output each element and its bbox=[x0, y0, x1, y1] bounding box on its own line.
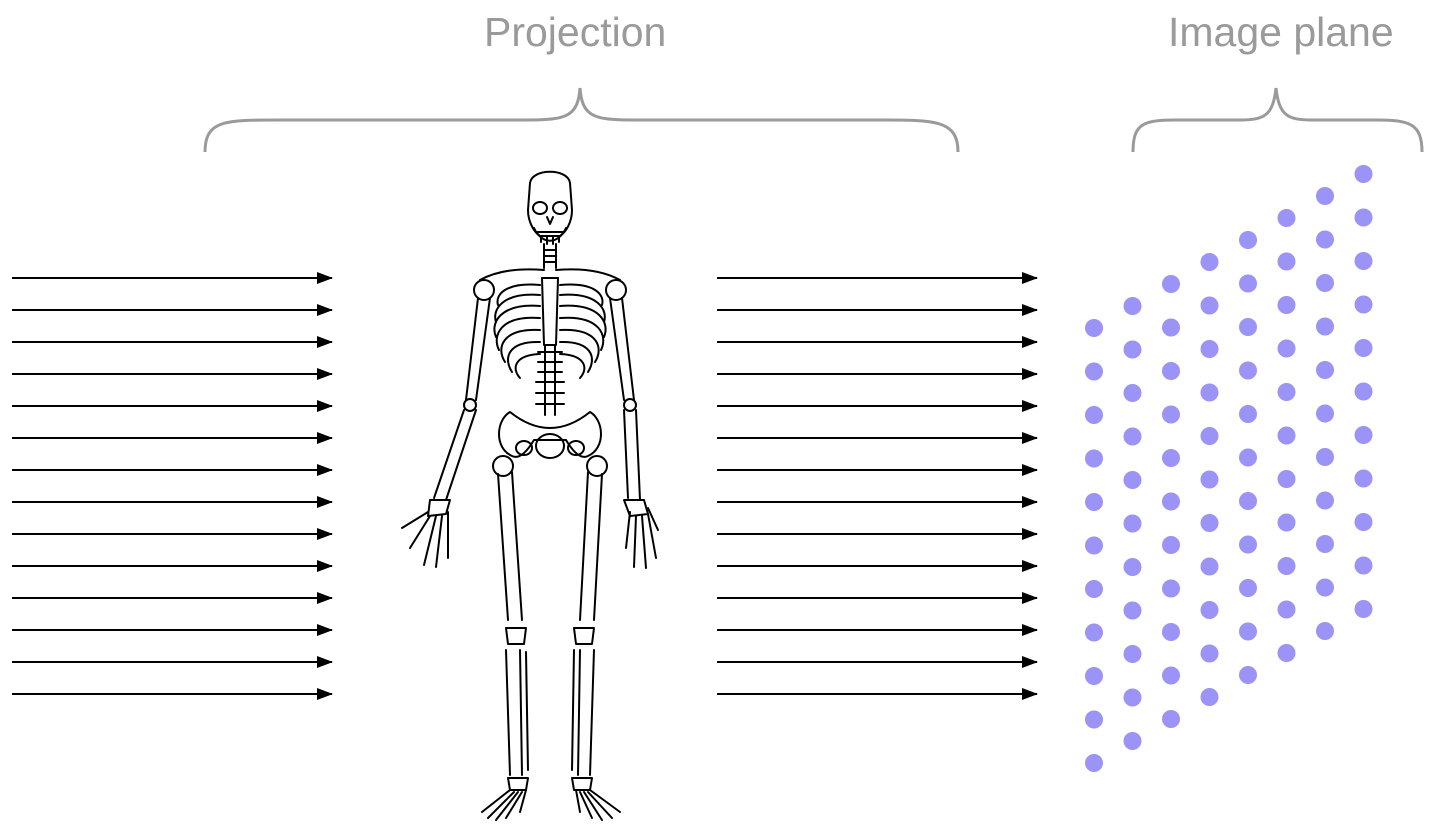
dot-icon bbox=[1239, 274, 1257, 293]
dot-icon bbox=[1354, 556, 1373, 575]
image-plane-brace bbox=[1131, 87, 1424, 153]
dot-icon bbox=[1277, 513, 1296, 532]
image-plane-label: Image plane bbox=[1168, 9, 1394, 55]
dot-icon bbox=[1239, 448, 1257, 467]
dot-icon bbox=[1123, 471, 1142, 489]
dot-icon bbox=[1239, 405, 1257, 423]
dot-icon bbox=[1354, 382, 1373, 401]
dot-icon bbox=[1354, 513, 1373, 531]
dot-icon bbox=[1085, 362, 1103, 381]
dot-icon bbox=[1239, 535, 1257, 554]
dot-icon bbox=[1085, 449, 1103, 468]
dot-icon bbox=[1354, 252, 1373, 270]
dot-icon bbox=[1316, 622, 1334, 640]
dot-icon bbox=[1277, 600, 1296, 619]
dot-icon bbox=[1200, 296, 1219, 315]
dot-icon bbox=[1200, 514, 1219, 532]
dot-icon bbox=[1162, 405, 1180, 424]
dot-icon bbox=[1354, 208, 1373, 227]
dot-icon bbox=[1162, 710, 1180, 728]
dot-icon bbox=[1162, 449, 1180, 467]
dot-icon bbox=[1277, 426, 1296, 445]
dot-icon bbox=[1239, 666, 1257, 684]
dot-icon bbox=[1316, 274, 1334, 292]
dot-icon bbox=[1085, 710, 1103, 729]
dot-icon bbox=[1316, 491, 1334, 510]
projection-brace bbox=[203, 87, 960, 153]
dot-icon bbox=[1239, 231, 1257, 249]
dot-icon bbox=[1162, 623, 1180, 641]
dot-icon bbox=[1239, 361, 1257, 380]
dot-icon bbox=[1123, 384, 1142, 402]
projection-label: Projection bbox=[484, 9, 667, 55]
dot-icon bbox=[1162, 536, 1180, 554]
dot-icon bbox=[1200, 601, 1219, 619]
dot-icon bbox=[1354, 295, 1373, 314]
dot-icon bbox=[1200, 557, 1219, 576]
dot-icon bbox=[1085, 580, 1103, 598]
dot-icon bbox=[1277, 383, 1296, 401]
dot-icon bbox=[1123, 514, 1142, 533]
dot-icon bbox=[1316, 361, 1334, 379]
dot-icon bbox=[1316, 448, 1334, 466]
dot-icon bbox=[1277, 557, 1296, 575]
dot-icon bbox=[1085, 319, 1103, 337]
dot-icon bbox=[1277, 296, 1296, 314]
dot-icon bbox=[1162, 579, 1180, 598]
dot-icon bbox=[1162, 318, 1180, 337]
dot-icon bbox=[1200, 427, 1219, 445]
dot-icon bbox=[1200, 340, 1219, 358]
dot-icon bbox=[1123, 340, 1142, 359]
dot-icon bbox=[1123, 688, 1142, 707]
dot-icon bbox=[1162, 362, 1180, 380]
dot-icon bbox=[1316, 317, 1334, 336]
dot-icon bbox=[1354, 600, 1373, 618]
dot-icon bbox=[1200, 688, 1219, 706]
dot-icon bbox=[1123, 297, 1142, 315]
dot-icon bbox=[1316, 578, 1334, 597]
dot-icon bbox=[1239, 579, 1257, 597]
dot-icon bbox=[1123, 645, 1142, 663]
dot-icon bbox=[1200, 644, 1219, 663]
dot-icon bbox=[1239, 318, 1257, 336]
image-plane-detector-grid bbox=[1085, 165, 1373, 772]
dot-icon bbox=[1085, 667, 1103, 685]
dot-icon bbox=[1162, 275, 1180, 293]
dot-icon bbox=[1239, 622, 1257, 641]
dot-icon bbox=[1162, 492, 1180, 511]
dot-icon bbox=[1123, 601, 1142, 620]
dot-icon bbox=[1354, 339, 1373, 357]
dot-icon bbox=[1354, 426, 1373, 444]
dot-icon bbox=[1239, 492, 1257, 510]
dot-icon bbox=[1085, 754, 1103, 772]
dot-icon bbox=[1085, 493, 1103, 511]
dot-icon bbox=[1277, 209, 1296, 227]
dot-icon bbox=[1316, 535, 1334, 553]
dot-icon bbox=[1200, 253, 1219, 271]
transmitted-rays bbox=[717, 272, 1038, 700]
dot-icon bbox=[1277, 644, 1296, 662]
dot-icon bbox=[1277, 339, 1296, 358]
dot-icon bbox=[1354, 165, 1373, 183]
dot-icon bbox=[1200, 470, 1219, 489]
dot-icon bbox=[1085, 623, 1103, 642]
dot-icon bbox=[1277, 252, 1296, 271]
dot-icon bbox=[1123, 558, 1142, 576]
dot-icon bbox=[1123, 427, 1142, 446]
dot-icon bbox=[1316, 187, 1334, 205]
dot-icon bbox=[1316, 230, 1334, 249]
dot-icon bbox=[1123, 732, 1142, 750]
dot-icon bbox=[1162, 666, 1180, 685]
dot-icon bbox=[1085, 406, 1103, 424]
dot-icon bbox=[1277, 470, 1296, 488]
dot-icon bbox=[1316, 404, 1334, 423]
incoming-rays bbox=[12, 272, 333, 700]
dot-icon bbox=[1200, 383, 1219, 402]
skeleton-icon bbox=[401, 170, 659, 821]
dot-icon bbox=[1354, 469, 1373, 488]
dot-icon bbox=[1085, 536, 1103, 555]
